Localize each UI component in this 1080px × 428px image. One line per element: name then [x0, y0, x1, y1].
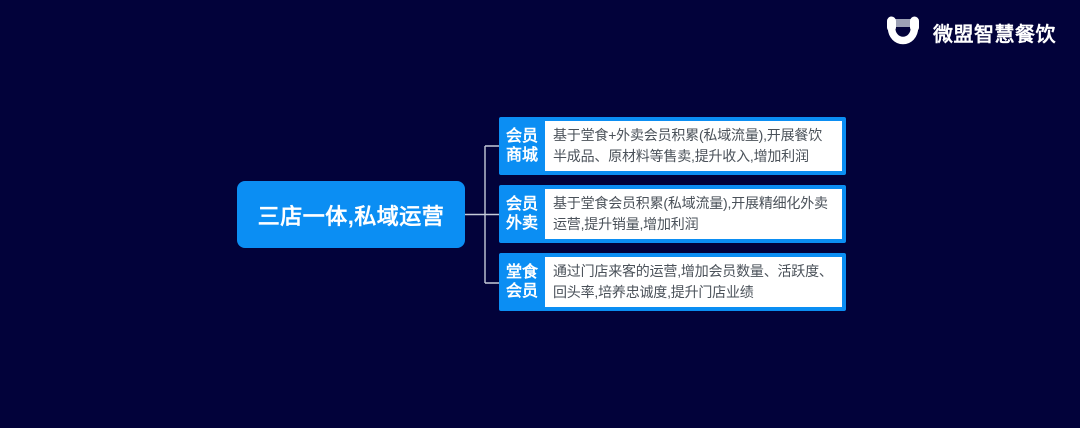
branch-label-line1: 堂食 — [505, 264, 538, 281]
connector-lines — [465, 145, 499, 284]
branch-member-mall: 会员 商城 基于堂食+外卖会员积累(私域流量),开展餐饮半成品、原材料等售卖,提… — [499, 117, 846, 175]
branch-dine-in-member: 堂食 会员 通过门店来客的运营,增加会员数量、活跃度、回头率,培养忠诚度,提升门… — [499, 253, 846, 311]
branch-dine-in-member-description: 通过门店来客的运营,增加会员数量、活跃度、回头率,培养忠诚度,提升门店业绩 — [553, 263, 833, 300]
branch-member-mall-description: 基于堂食+外卖会员积累(私域流量),开展餐饮半成品、原材料等售卖,提升收入,增加… — [553, 127, 822, 164]
branch-dine-in-member-card: 通过门店来客的运营,增加会员数量、活跃度、回头率,培养忠诚度,提升门店业绩 — [545, 257, 842, 307]
branch-label-line2: 会员 — [505, 283, 538, 300]
branch-member-delivery-card: 基于堂食会员积累(私域流量),开展精细化外卖运营,提升销量,增加利润 — [545, 189, 842, 239]
weimob-smile-icon — [887, 16, 919, 45]
branch-dine-in-member-label: 堂食 会员 — [499, 253, 545, 311]
branch-member-delivery: 会员 外卖 基于堂食会员积累(私域流量),开展精细化外卖运营,提升销量,增加利润 — [499, 185, 846, 243]
branch-label-line1: 会员 — [505, 128, 538, 145]
branch-member-mall-label: 会员 商城 — [499, 117, 545, 175]
root-node-private-domain: 三店一体,私域运营 — [237, 181, 465, 248]
brand-logo: 微盟智慧餐饮 — [886, 16, 1056, 49]
branch-label-line2: 外卖 — [505, 215, 538, 232]
branch-label-line2: 商城 — [505, 147, 538, 164]
branch-label-line1: 会员 — [505, 196, 538, 213]
branch-member-mall-card: 基于堂食+外卖会员积累(私域流量),开展餐饮半成品、原材料等售卖,提升收入,增加… — [545, 121, 842, 171]
brand-name: 微盟智慧餐饮 — [933, 24, 1056, 46]
branch-member-delivery-label: 会员 外卖 — [499, 185, 545, 243]
branch-member-delivery-description: 基于堂食会员积累(私域流量),开展精细化外卖运营,提升销量,增加利润 — [553, 195, 828, 232]
